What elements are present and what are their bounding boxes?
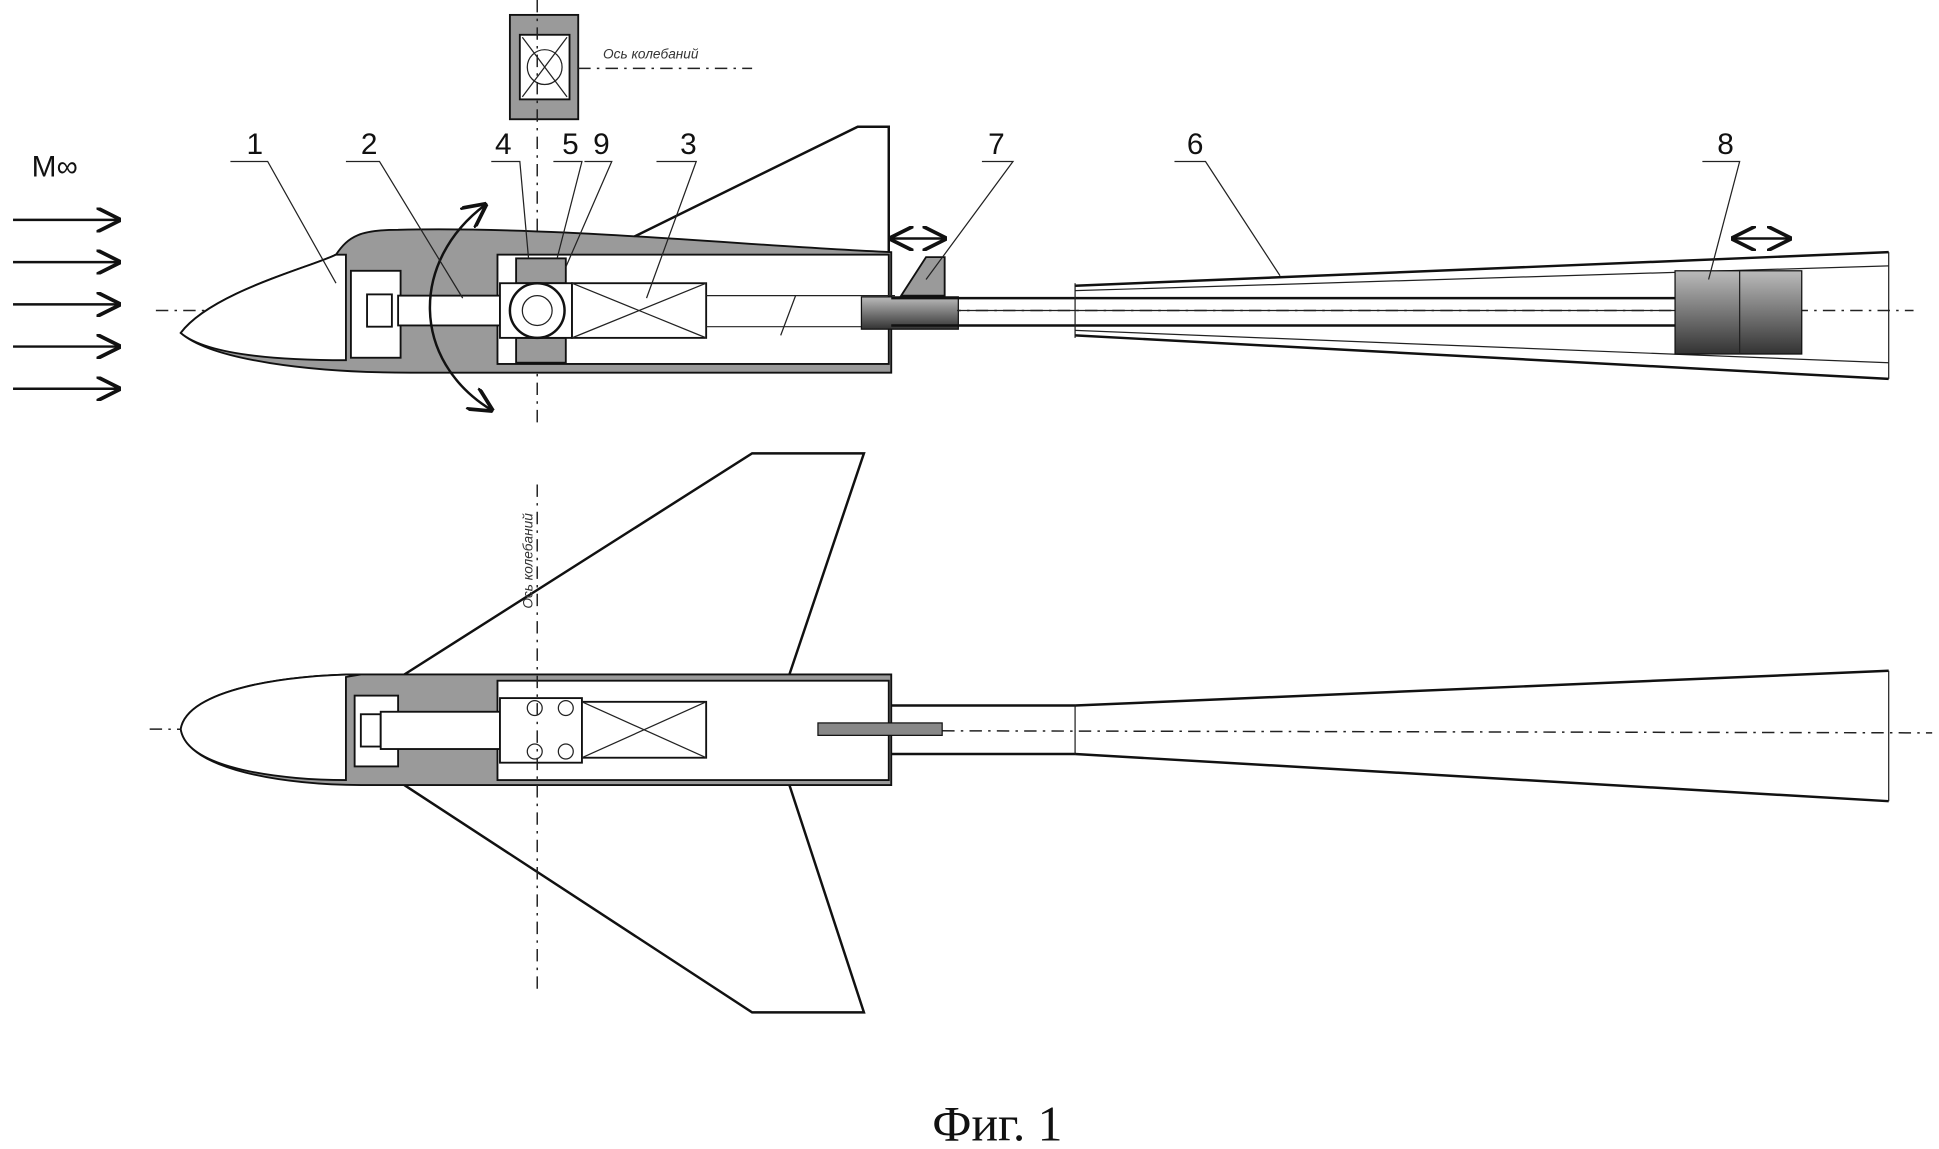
- flow-arrows: [13, 220, 119, 389]
- flow-mach-label: M∞: [32, 150, 78, 183]
- bearing-inset: Ось колебаний: [508, 13, 753, 121]
- label-2: 2: [361, 128, 378, 161]
- label-1: 1: [247, 128, 264, 161]
- plan-view: [149, 452, 1933, 1014]
- label-4: 4: [495, 128, 512, 161]
- label-6: 6: [1187, 128, 1204, 161]
- figure-caption: Фиг. 1: [932, 1096, 1062, 1149]
- oscillation-axis-label-top: Ось колебаний: [603, 46, 699, 61]
- label-5: 5: [562, 128, 579, 161]
- side-view: [155, 125, 1914, 410]
- label-3: 3: [680, 128, 697, 161]
- oscillation-axis-label-bottom: Ось колебаний: [520, 513, 535, 609]
- part-labels: 1 2 4 5 9 3 7 6 8: [230, 128, 1741, 299]
- label-9: 9: [593, 128, 610, 161]
- label-8: 8: [1717, 128, 1734, 161]
- label-7: 7: [988, 128, 1005, 161]
